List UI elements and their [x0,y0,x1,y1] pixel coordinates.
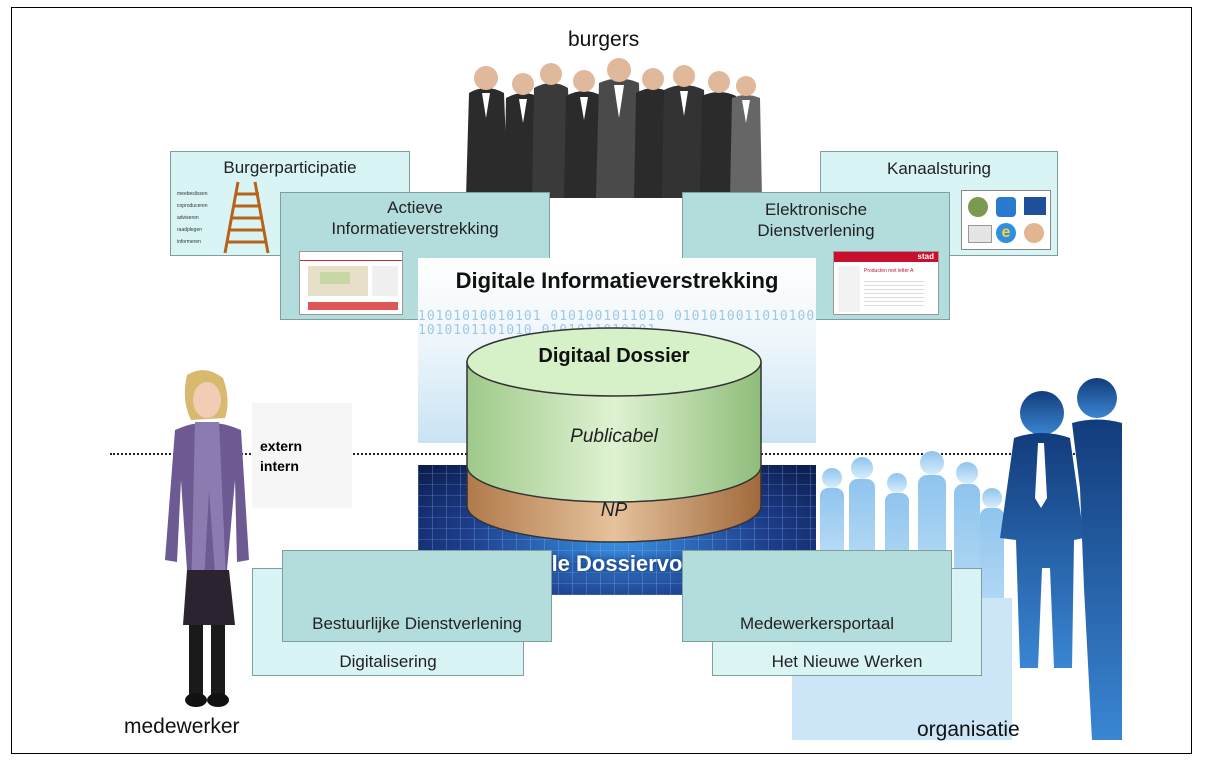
employee-label: medewerker [124,715,240,738]
stad-thumb-text: Producten met letter A [864,268,914,274]
cylinder-top-label: Digitaal Dossier [538,345,690,367]
informatieverstrekking-title: Digitale Informatieverstrekking [455,268,779,293]
bestuurlijke-label: Bestuurlijke Dienstverlening [312,614,522,633]
divider-label-panel [252,403,352,508]
citizens-label: burgers [568,28,640,51]
actieve-label-line2: Informatieverstrekking [331,219,499,238]
browser-icon: e [996,223,1016,243]
participation-ladder-icon [223,181,270,254]
employee-photo [165,370,249,707]
monitor-icon [1024,197,1046,215]
medewerkersportaal-label: Medewerkersportaal [739,614,894,633]
diagram-frame: extern intern [11,7,1192,754]
ladder-step-3: adviseren [177,215,199,221]
envelope-icon [968,225,992,243]
cylinder-np-label: NP [600,500,628,521]
elektronische-label-line2: Dienstverlening [757,221,875,240]
ladder-step-1: meebeslissen [177,191,208,197]
stad-brand: stad [834,252,938,262]
ladder-step-4: raadplegen [177,227,203,233]
person-desk-icon [1024,223,1044,243]
burgerparticipatie-label: Burgerparticipatie [223,158,357,177]
actieve-label-line1: Actieve [387,198,443,217]
organisation-label: organisatie [917,718,1020,741]
person-call-icon [968,197,988,217]
intern-label: intern [260,458,299,474]
phone-icon [996,197,1016,217]
channel-icons-panel: e [961,190,1051,250]
map-website-thumbnail [299,251,403,315]
elektronische-dienstverlening-box: Elektronische Dienstverlening stad Produ… [682,192,950,320]
het-nieuwe-werken-label: Het Nieuwe Werken [771,652,923,671]
actieve-informatieverstrekking-box: Actieve Informatieverstrekking [280,192,550,320]
citizens-group-photo [466,58,762,198]
kanaalsturing-label: Kanaalsturing [887,159,991,178]
digitalisering-label: Digitalisering [339,652,437,671]
ladder-step-2: coproduceren [177,203,208,209]
elektronische-label-line1: Elektronische [764,200,868,219]
cylinder-public-label: Publicabel [570,426,658,447]
stad-website-thumbnail: stad Producten met letter A [833,251,939,315]
extern-label: extern [260,438,303,454]
ladder-step-5: informeren [177,239,201,245]
digitaal-dossier-cylinder [466,327,762,543]
medewerkersportaal-box: Medewerkersportaal [682,550,952,642]
bestuurlijke-dienstverlening-box: Bestuurlijke Dienstverlening [282,550,552,642]
